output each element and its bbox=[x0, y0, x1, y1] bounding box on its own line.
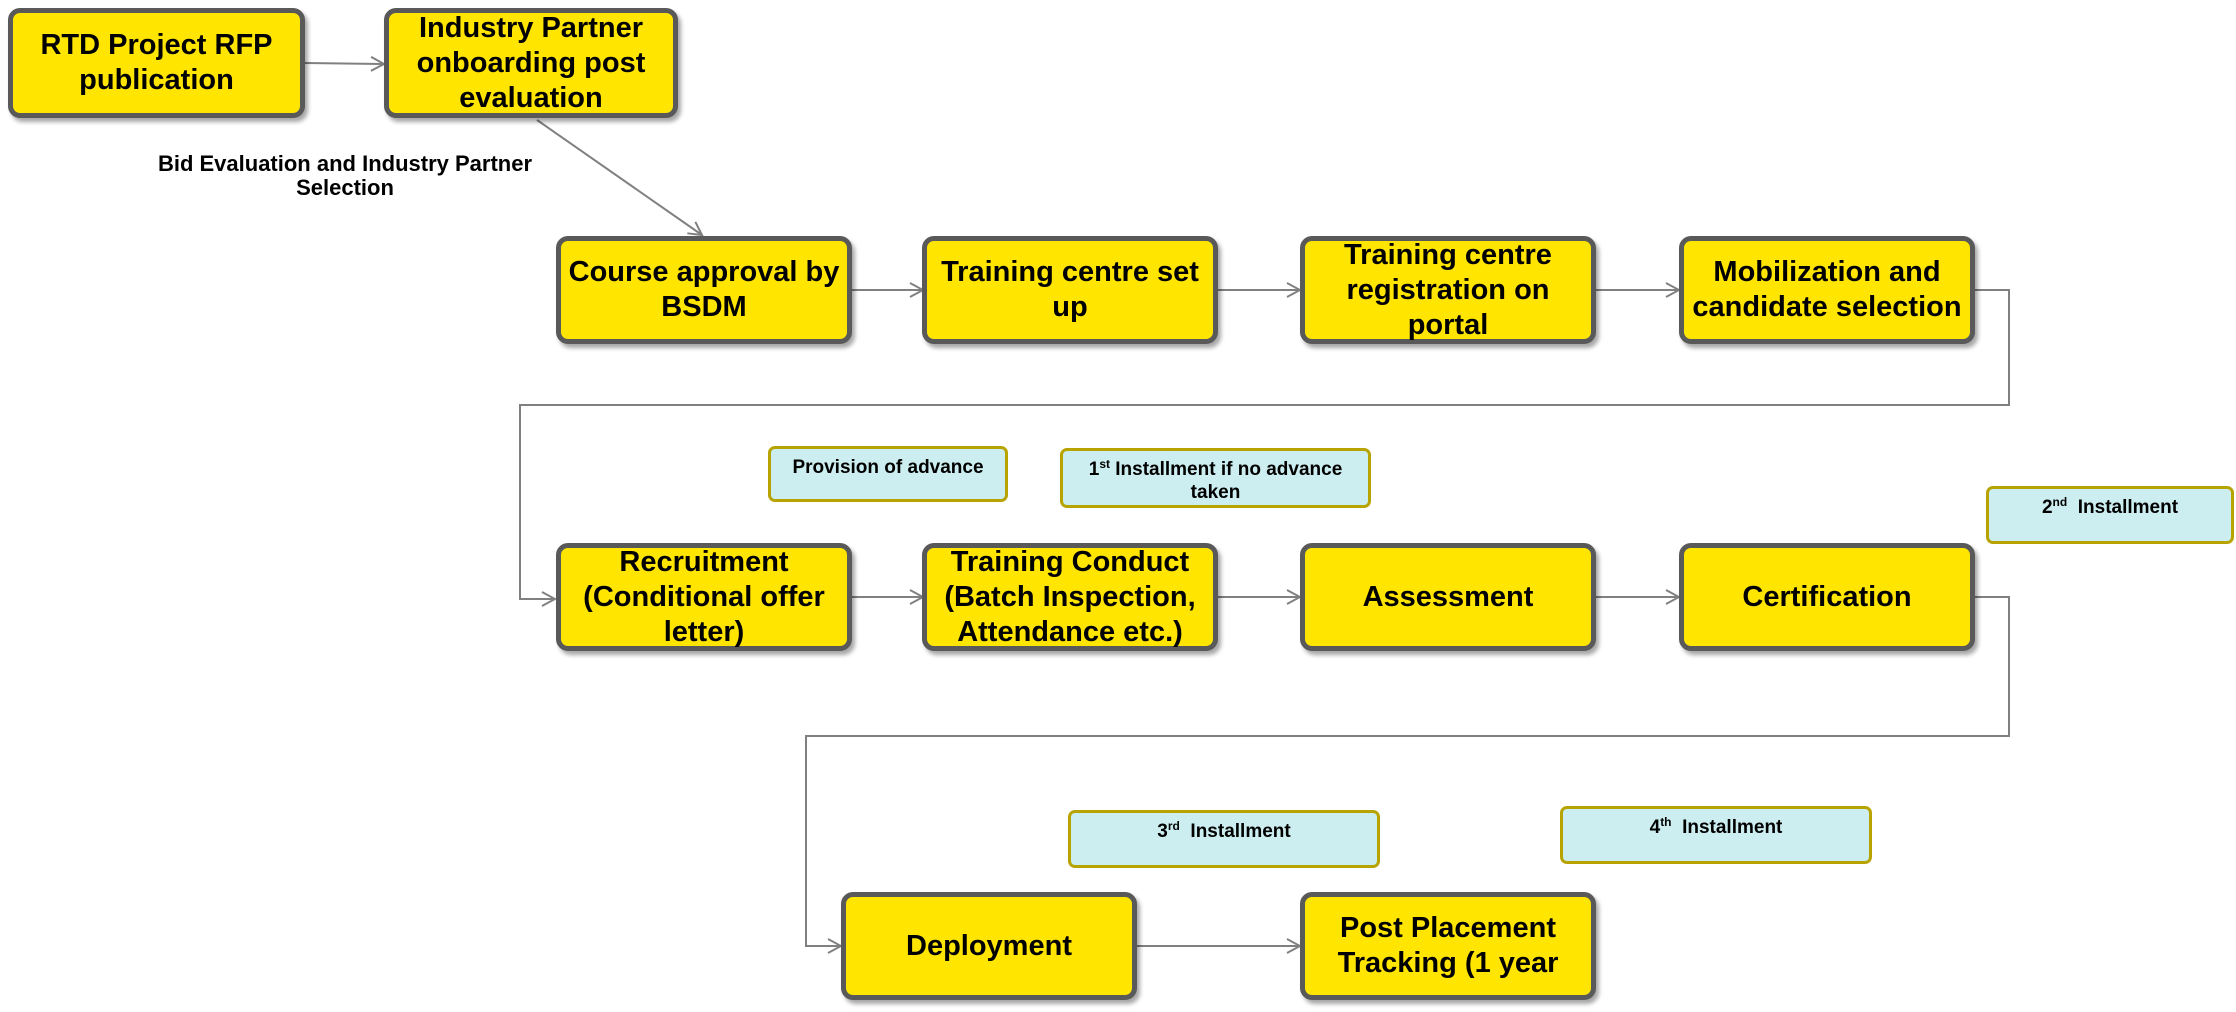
note-third-installment: 3rd Installment bbox=[1068, 810, 1380, 868]
edge-label-bid-evaluation: Bid Evaluation and Industry Partner Sele… bbox=[157, 151, 533, 200]
node-label: Industry Partner onboarding post evaluat… bbox=[416, 11, 646, 114]
node-label: Deployment bbox=[906, 929, 1072, 962]
node-label: Training centre registration on portal bbox=[1344, 238, 1552, 341]
node-partner-onboarding: Industry Partner onboarding post evaluat… bbox=[384, 8, 678, 118]
node-mobilization: Mobilization and candidate selection bbox=[1679, 236, 1975, 344]
node-course-approval: Course approval by BSDM bbox=[556, 236, 852, 344]
connector-certification-to-deployment bbox=[805, 596, 2010, 946]
node-label: Training centre set up bbox=[941, 256, 1199, 323]
node-label: Certification bbox=[1742, 580, 1912, 613]
node-training-centre-setup: Training centre set up bbox=[922, 236, 1218, 344]
node-assessment: Assessment bbox=[1300, 543, 1596, 651]
node-training-conduct: Training Conduct (Batch Inspection, Atte… bbox=[922, 543, 1218, 651]
connector-rfp-to-onboarding bbox=[304, 63, 384, 64]
node-label: Training Conduct (Batch Inspection, Atte… bbox=[944, 545, 1196, 648]
node-label: Post Placement Tracking (1 year bbox=[1337, 912, 1559, 979]
note-provision-of-advance: Provision of advance bbox=[768, 446, 1008, 502]
node-label: Mobilization and candidate selection bbox=[1692, 256, 1962, 323]
node-deployment: Deployment bbox=[841, 892, 1137, 1000]
node-certification: Certification bbox=[1679, 543, 1975, 651]
node-label: Course approval by BSDM bbox=[568, 256, 840, 323]
connector-onboarding-to-course-approval bbox=[536, 119, 702, 235]
node-recruitment: Recruitment (Conditional offer letter) bbox=[556, 543, 852, 651]
note-second-installment: 2nd Installment bbox=[1986, 486, 2234, 544]
node-post-placement: Post Placement Tracking (1 year bbox=[1300, 892, 1596, 1000]
connector-mobilization-to-recruitment bbox=[519, 289, 2010, 599]
node-training-centre-registration: Training centre registration on portal bbox=[1300, 236, 1596, 344]
note-first-installment: 1st Installment if no advance taken bbox=[1060, 448, 1371, 508]
note-fourth-installment: 4th Installment bbox=[1560, 806, 1872, 864]
node-rfp-publication: RTD Project RFP publication bbox=[8, 8, 305, 118]
node-label: Assessment bbox=[1362, 580, 1534, 613]
node-label: RTD Project RFP publication bbox=[40, 29, 273, 96]
node-label: Recruitment (Conditional offer letter) bbox=[583, 545, 825, 648]
